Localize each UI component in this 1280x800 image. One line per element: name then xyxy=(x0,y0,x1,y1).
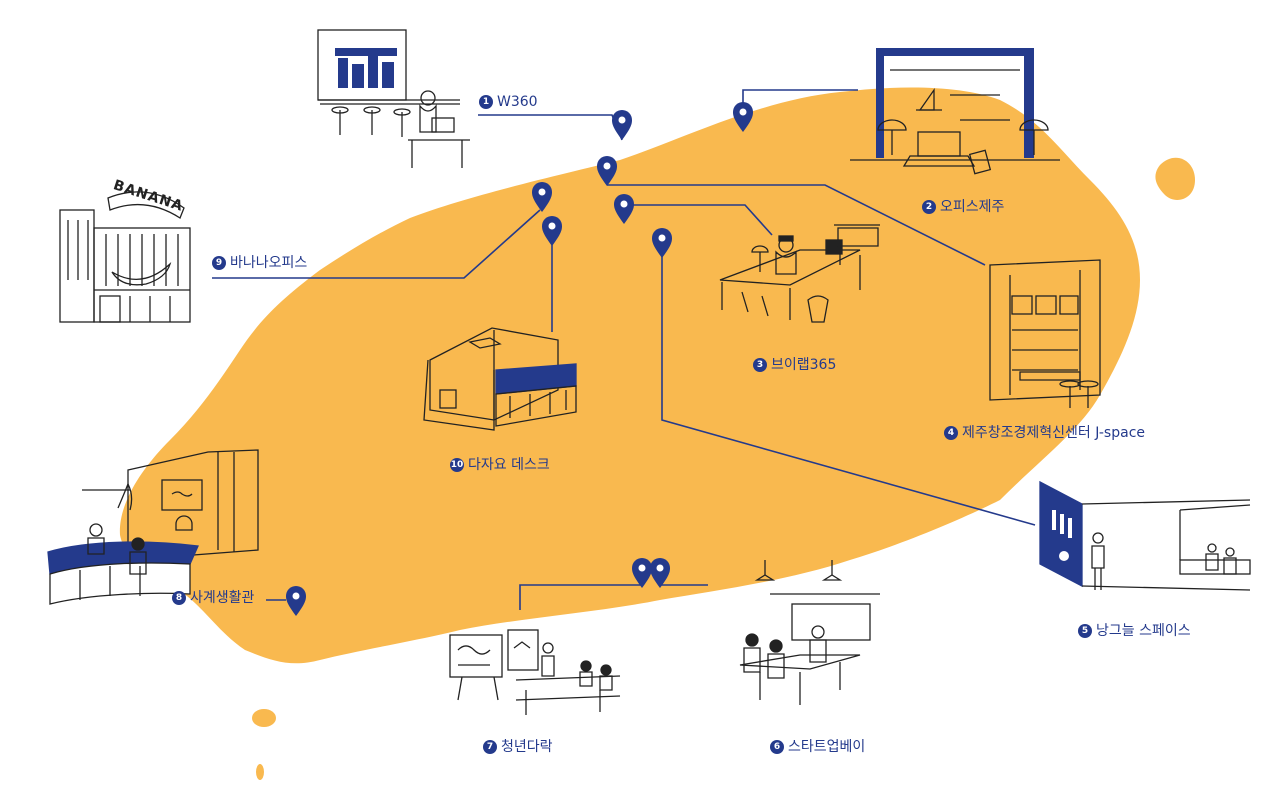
connector-line-7 xyxy=(519,584,642,610)
gapado-islet-shape xyxy=(256,764,264,780)
marker-pin[interactable] xyxy=(632,558,652,588)
marker-pin[interactable] xyxy=(597,156,617,186)
marker-pin[interactable] xyxy=(532,182,552,212)
location-number-badge: 9 xyxy=(212,256,226,270)
location-label-sagye-hall[interactable]: 8 사계생활관 xyxy=(172,591,254,605)
location-number-badge: 5 xyxy=(1078,624,1092,638)
location-number-badge: 1 xyxy=(479,95,493,109)
marker-pin[interactable] xyxy=(652,228,672,258)
location-label-cheongnyeon-darak[interactable]: 7 청년다락 xyxy=(483,740,553,754)
marado-islet-shape xyxy=(252,709,276,727)
banana-building-illustration xyxy=(59,191,191,323)
location-label-dajayo-desk[interactable]: 10 다자요 데스크 xyxy=(450,458,550,472)
library-space-illustration xyxy=(989,259,1101,408)
location-number-badge: 6 xyxy=(770,740,784,754)
location-label-j-space[interactable]: 4 제주창조경제혁신센터 J-space xyxy=(944,426,1145,440)
connector-lines xyxy=(212,89,1036,610)
location-name: 사계생활관 xyxy=(190,590,255,606)
location-number-badge: 2 xyxy=(922,200,936,214)
presentation-hall-illustration xyxy=(1039,480,1251,591)
location-name: 오피스제주 xyxy=(940,199,1005,215)
map-markers xyxy=(286,102,753,616)
location-name: W360 xyxy=(497,94,538,110)
jeju-island-shape xyxy=(119,87,1140,664)
house-building-illustration xyxy=(423,327,577,431)
location-label-office-jeju[interactable]: 2 오피스제주 xyxy=(922,200,1004,214)
location-name: 스타트업베이 xyxy=(788,739,866,755)
connector-line-4 xyxy=(607,184,986,266)
location-number-badge: 8 xyxy=(172,591,186,605)
reception-hall-illustration xyxy=(47,449,259,605)
location-number-badge: 4 xyxy=(944,426,958,440)
connector-line-9 xyxy=(212,209,541,279)
cafe-window-illustration xyxy=(317,29,470,168)
marker-pin[interactable] xyxy=(542,216,562,246)
location-name: 제주창조경제혁신센터 J-space xyxy=(962,425,1146,441)
location-number-badge: 10 xyxy=(450,458,464,472)
location-name: 다자요 데스크 xyxy=(468,457,550,473)
location-number-badge: 3 xyxy=(753,358,767,372)
connector-line-1 xyxy=(478,114,623,141)
location-label-vlab365[interactable]: 3 브이랩365 xyxy=(753,358,836,372)
marker-pin[interactable] xyxy=(733,102,753,132)
location-number-badge: 7 xyxy=(483,740,497,754)
marker-pin[interactable] xyxy=(650,558,670,588)
ocean-view-office-illustration xyxy=(850,48,1060,175)
location-name: 브이랩365 xyxy=(771,357,837,373)
connector-line-5 xyxy=(661,245,1036,526)
meeting-room-illustration xyxy=(739,560,880,705)
classroom-illustration xyxy=(449,629,621,715)
udo-islet-shape xyxy=(1155,157,1195,200)
connector-line-3 xyxy=(624,204,773,236)
location-label-startup-bay[interactable]: 6 스타트업베이 xyxy=(770,740,865,754)
desk-workspace-illustration xyxy=(719,224,880,323)
location-label-nanggeuneul-space[interactable]: 5 낭그늘 스페이스 xyxy=(1078,624,1191,638)
location-name: 낭그늘 스페이스 xyxy=(1096,623,1191,639)
location-name: 바나나오피스 xyxy=(230,255,308,271)
location-name: 청년다락 xyxy=(501,739,553,755)
location-label-w360[interactable]: 1 W360 xyxy=(479,95,538,109)
location-label-banana-office[interactable]: 9 바나나오피스 xyxy=(212,256,307,270)
marker-pin[interactable] xyxy=(614,194,634,224)
marker-pin[interactable] xyxy=(612,110,632,140)
marker-pin[interactable] xyxy=(286,586,306,616)
